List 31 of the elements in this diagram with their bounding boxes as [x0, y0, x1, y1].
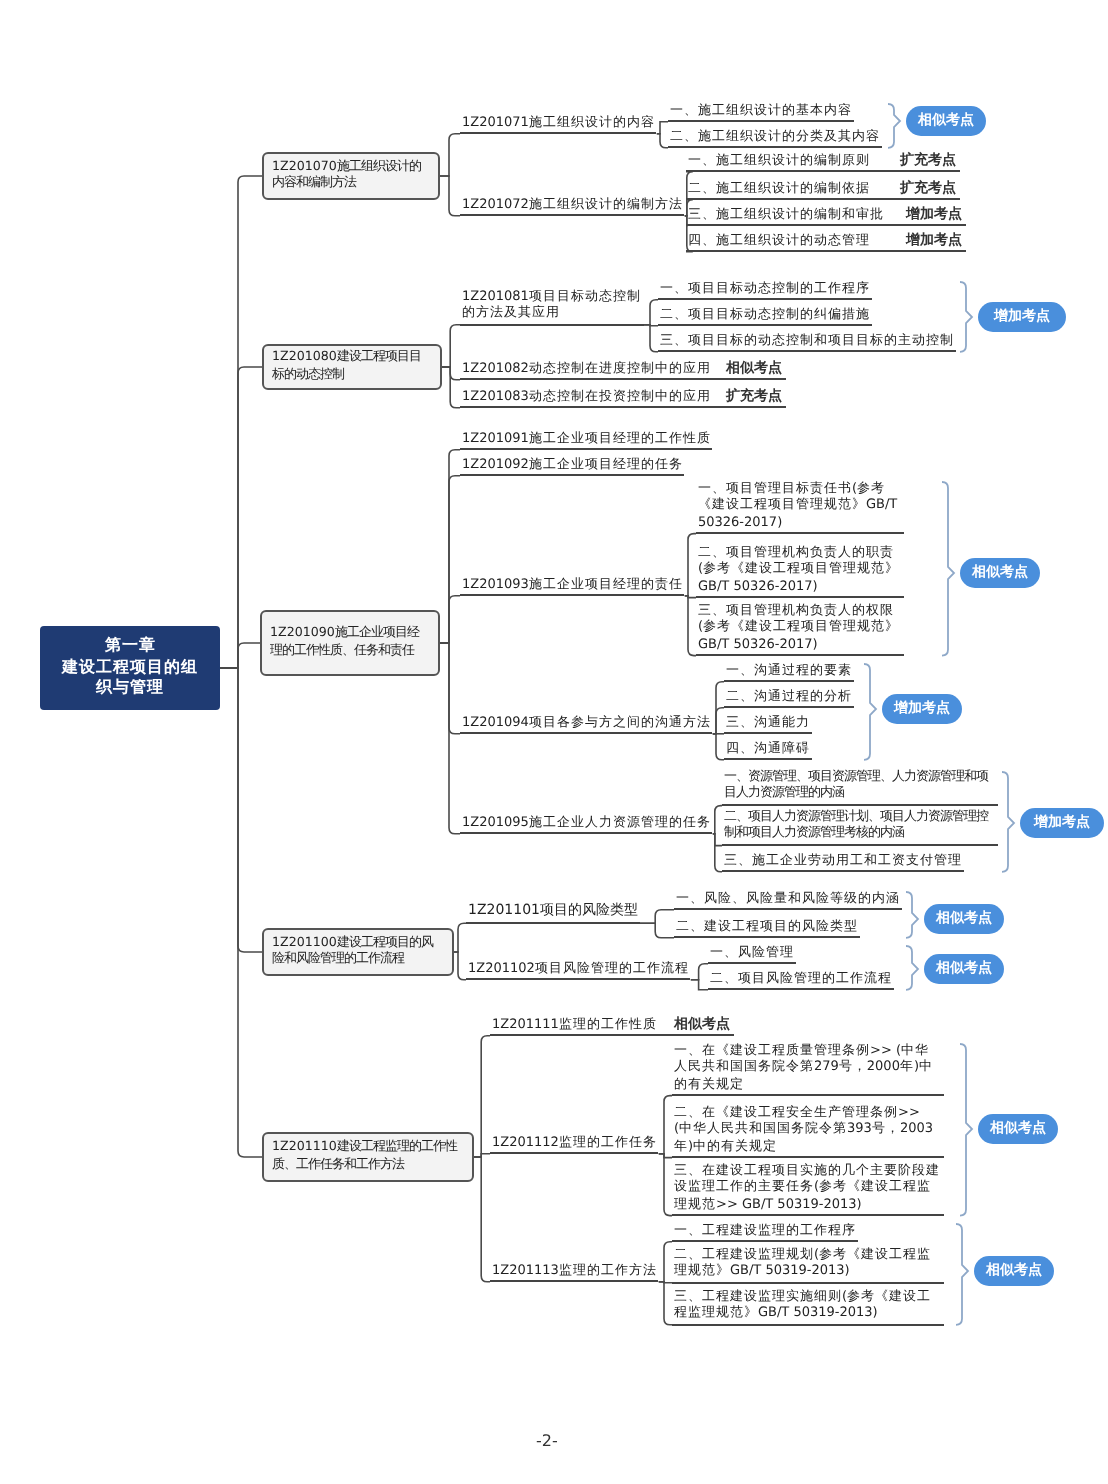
connector-line — [712, 804, 723, 835]
connector-line — [656, 133, 669, 149]
connector-line — [684, 215, 694, 253]
connector-line — [656, 121, 669, 135]
connector-line — [643, 299, 659, 326]
connector-line — [453, 951, 467, 981]
connector-line — [712, 707, 725, 735]
connector-line — [684, 595, 697, 599]
connector-line — [441, 366, 461, 409]
connector-line — [712, 833, 723, 873]
connector-line — [658, 1094, 673, 1155]
connector-line — [439, 642, 461, 835]
connector-line — [684, 532, 697, 597]
connector-line — [658, 1241, 673, 1283]
connector-line — [473, 1156, 491, 1283]
connector-line — [639, 922, 675, 939]
connector-line — [219, 667, 263, 1158]
chapter-box — [40, 626, 220, 710]
connector-line — [643, 324, 659, 353]
connector-line — [684, 199, 694, 217]
connector-line — [658, 1281, 673, 1326]
chapter-number: 第一章 — [104, 635, 156, 658]
connector-line — [439, 175, 461, 217]
chapter-title: 建设工程项目的组织与管理 — [59, 657, 200, 701]
page-number: -2- — [536, 1432, 558, 1450]
connector-line — [453, 922, 467, 953]
connector-line — [684, 595, 697, 657]
connector-line — [690, 979, 709, 991]
connector-line — [712, 733, 725, 735]
connector-line — [712, 733, 725, 761]
connector-line — [658, 1153, 673, 1217]
